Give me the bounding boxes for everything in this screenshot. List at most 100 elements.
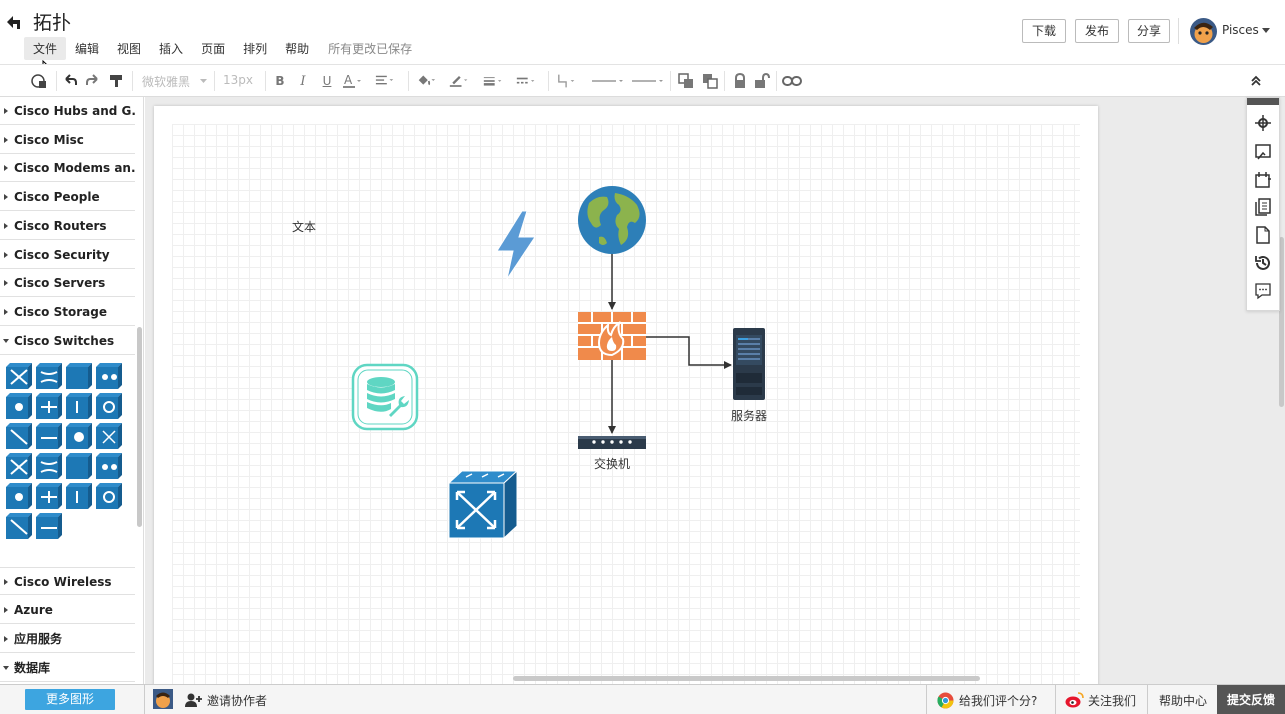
italic-icon[interactable]: I: [300, 73, 306, 89]
switch-shape-thumbnail[interactable]: [65, 392, 93, 420]
category-cisco-storage[interactable]: Cisco Storage: [0, 298, 135, 326]
lightning-shape[interactable]: [494, 210, 538, 280]
menu-insert[interactable]: 插入: [159, 41, 184, 56]
format-painter-icon[interactable]: [30, 71, 50, 91]
category-cisco-servers[interactable]: Cisco Servers: [0, 269, 135, 297]
lock-icon[interactable]: [730, 71, 750, 91]
text-shape[interactable]: 文本: [292, 220, 317, 234]
bold-icon[interactable]: B: [275, 74, 285, 88]
user-menu[interactable]: Pisces: [1222, 23, 1270, 37]
switch-shape-thumbnail[interactable]: [35, 392, 63, 420]
history-icon[interactable]: [1254, 254, 1272, 272]
switch-shape-thumbnail[interactable]: [5, 392, 33, 420]
connector-icon[interactable]: [557, 71, 577, 91]
switch-shape-thumbnail[interactable]: [95, 422, 123, 450]
switch-label[interactable]: 交换机: [594, 457, 631, 471]
switch-shape-thumbnail[interactable]: [35, 512, 63, 540]
menu-file[interactable]: 文件: [24, 36, 67, 60]
share-button[interactable]: 分享: [1128, 19, 1170, 43]
page-settings-icon[interactable]: [1254, 171, 1272, 189]
to-front-icon[interactable]: [676, 71, 696, 91]
comment-icon[interactable]: [1254, 282, 1272, 300]
font-size-select[interactable]: 13px: [223, 73, 253, 87]
document-title[interactable]: 拓扑: [33, 12, 72, 34]
align-icon[interactable]: [375, 71, 395, 91]
switch-shape-thumbnail[interactable]: [35, 422, 63, 450]
switch-shape-thumbnail[interactable]: [5, 452, 33, 480]
pages-icon[interactable]: [1254, 198, 1272, 216]
database-maintenance-shape[interactable]: [351, 363, 419, 431]
switch-shape-thumbnail[interactable]: [95, 362, 123, 390]
switch-shape[interactable]: [577, 434, 647, 450]
end-arrow-icon[interactable]: [630, 71, 666, 91]
redo-icon[interactable]: [83, 71, 103, 91]
switch-shape-thumbnail[interactable]: [65, 422, 93, 450]
download-button[interactable]: 下载: [1022, 19, 1066, 43]
switch-shape-thumbnail[interactable]: [5, 422, 33, 450]
category-cisco-switches[interactable]: Cisco Switches: [0, 327, 135, 355]
server-label[interactable]: 服务器: [731, 409, 768, 423]
brush-icon[interactable]: [106, 71, 126, 91]
vertical-scrollbar[interactable]: [1279, 237, 1284, 407]
undo-icon[interactable]: [60, 71, 80, 91]
switch-shape-thumbnail[interactable]: [35, 482, 63, 510]
switch-shape-thumbnail[interactable]: [35, 362, 63, 390]
canvas-area[interactable]: 文本 服务器 交换机: [145, 97, 1285, 684]
switch-shape-thumbnail[interactable]: [5, 512, 33, 540]
category-cisco-routers[interactable]: Cisco Routers: [0, 212, 135, 240]
category-cisco-hubs[interactable]: Cisco Hubs and G...: [0, 97, 135, 125]
category-cisco-misc[interactable]: Cisco Misc: [0, 126, 135, 154]
switch-shape-thumbnail[interactable]: [5, 362, 33, 390]
to-back-icon[interactable]: [700, 71, 720, 91]
cisco-switch-cube-shape[interactable]: [448, 470, 518, 540]
style-icon[interactable]: [1254, 143, 1272, 161]
firewall-shape[interactable]: [577, 311, 647, 361]
back-icon[interactable]: [5, 10, 23, 32]
server-shape[interactable]: [732, 327, 766, 401]
switch-shape-thumbnail[interactable]: [65, 362, 93, 390]
switch-shape-thumbnail[interactable]: [65, 452, 93, 480]
switch-shape-thumbnail[interactable]: [95, 452, 123, 480]
category-cisco-wireless[interactable]: Cisco Wireless: [0, 567, 135, 595]
publish-button[interactable]: 发布: [1075, 19, 1119, 43]
start-arrow-icon[interactable]: [590, 71, 626, 91]
invite-collaborator-link[interactable]: 邀请协作者: [207, 694, 268, 708]
rate-us-link[interactable]: 给我们评个分?: [959, 694, 1038, 708]
menu-help[interactable]: 帮助: [285, 41, 310, 56]
fill-color-icon[interactable]: [416, 71, 436, 91]
feedback-button[interactable]: 提交反馈: [1217, 685, 1285, 714]
category-cisco-security[interactable]: Cisco Security: [0, 241, 135, 269]
follow-us-link[interactable]: 关注我们: [1088, 694, 1137, 708]
more-shapes-button[interactable]: 更多图形: [25, 689, 115, 710]
menu-page[interactable]: 页面: [201, 41, 226, 56]
menu-edit[interactable]: 编辑: [75, 41, 100, 56]
menu-arrange[interactable]: 排列: [243, 41, 268, 56]
globe-shape[interactable]: [577, 185, 647, 255]
category-cisco-people[interactable]: Cisco People: [0, 183, 135, 211]
line-style-icon[interactable]: [516, 71, 536, 91]
navigator-icon[interactable]: [1254, 114, 1272, 132]
horizontal-scrollbar[interactable]: [513, 676, 980, 681]
category-cisco-modems[interactable]: Cisco Modems an...: [0, 154, 135, 182]
document-icon[interactable]: [1254, 226, 1272, 244]
font-color-icon[interactable]: A: [342, 71, 362, 91]
category-app-services[interactable]: 应用服务: [0, 625, 135, 653]
line-color-icon[interactable]: [449, 71, 469, 91]
switch-shape-thumbnail[interactable]: [35, 452, 63, 480]
collaborator-avatar[interactable]: [153, 689, 173, 709]
switch-shape-thumbnail[interactable]: [95, 482, 123, 510]
menu-view[interactable]: 视图: [117, 41, 142, 56]
collapse-icon[interactable]: [1246, 71, 1266, 91]
line-width-icon[interactable]: [483, 71, 503, 91]
category-database[interactable]: 数据库: [0, 654, 135, 682]
unlock-icon[interactable]: [752, 71, 772, 91]
category-azure[interactable]: Azure: [0, 596, 135, 624]
switch-shape-thumbnail[interactable]: [65, 482, 93, 510]
font-family-select[interactable]: 微软雅黑: [142, 75, 191, 89]
underline-icon[interactable]: U: [322, 74, 332, 88]
switch-shape-thumbnail[interactable]: [95, 392, 123, 420]
sidebar-scrollbar[interactable]: [137, 327, 142, 527]
switch-shape-thumbnail[interactable]: [5, 482, 33, 510]
help-center-link[interactable]: 帮助中心: [1159, 694, 1208, 708]
link-icon[interactable]: [782, 71, 802, 91]
